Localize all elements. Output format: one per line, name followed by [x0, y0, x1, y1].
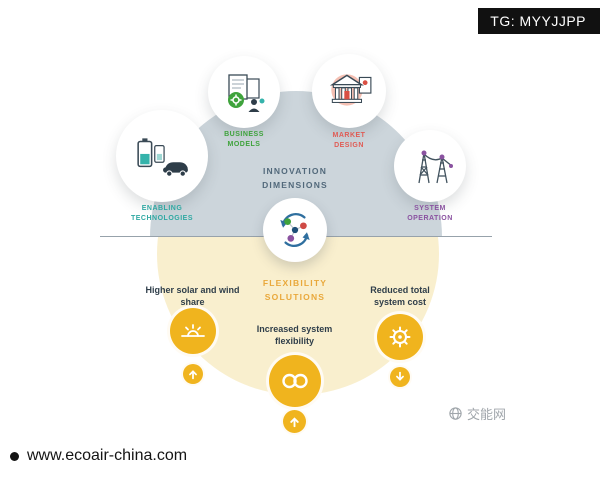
gear-icon	[389, 326, 411, 348]
enabling-technologies-circle	[116, 110, 208, 202]
solar-wind-circle	[167, 305, 219, 357]
jiaonengwang-logo-icon	[449, 407, 462, 420]
system-cost-circle	[374, 311, 426, 363]
solar-wind-trend-circle	[181, 362, 205, 386]
bullet-icon	[10, 451, 19, 461]
footer-url: www.ecoair-china.com	[27, 447, 188, 464]
tg-badge: TG: MYYJJPP	[478, 8, 600, 34]
business-models-label: BUSINESS MODELS	[224, 131, 264, 148]
arrow-up-icon	[290, 417, 299, 428]
market-design-circle	[312, 54, 386, 128]
sun-icon	[181, 324, 205, 337]
system-flexibility-trend-circle	[281, 408, 308, 435]
arrow-up-icon	[189, 370, 197, 380]
innovation-dimensions-label: INNOVATION DIMENSIONS	[262, 166, 328, 191]
transmission-towers-icon	[418, 150, 453, 184]
watermark: 交能网	[448, 404, 506, 423]
system-operation-circle	[394, 130, 466, 202]
solution-cost-label: Reduced total system cost	[370, 285, 430, 308]
flexibility-solutions-label: FLEXIBILITY SOLUTIONS	[262, 278, 328, 303]
solution-solar-wind-label: Higher solar and wind share	[145, 285, 240, 308]
solution-flexibility-label: Increased system flexibility	[256, 324, 333, 347]
battery-ev-icon	[137, 138, 188, 177]
business-models-circle	[208, 56, 280, 128]
enabling-technologies-label: ENABLING TECHNOLOGIES	[130, 205, 193, 222]
watermark-text: 交能网	[467, 407, 507, 422]
footer: www.ecoair-china.com	[10, 447, 187, 465]
market-design-label: MARKET DESIGN	[332, 132, 366, 149]
system-flexibility-circle	[266, 352, 324, 410]
innovation-cycle-circle	[263, 198, 327, 262]
cycle-arrows-icon	[280, 213, 310, 247]
arrow-down-icon	[396, 371, 404, 381]
bank-building-icon	[329, 74, 372, 106]
system-operation-label: SYSTEM OPERATION	[407, 205, 453, 222]
system-cost-trend-circle	[388, 365, 412, 389]
infinity-icon	[282, 373, 308, 389]
documents-gear-icon	[228, 74, 265, 112]
